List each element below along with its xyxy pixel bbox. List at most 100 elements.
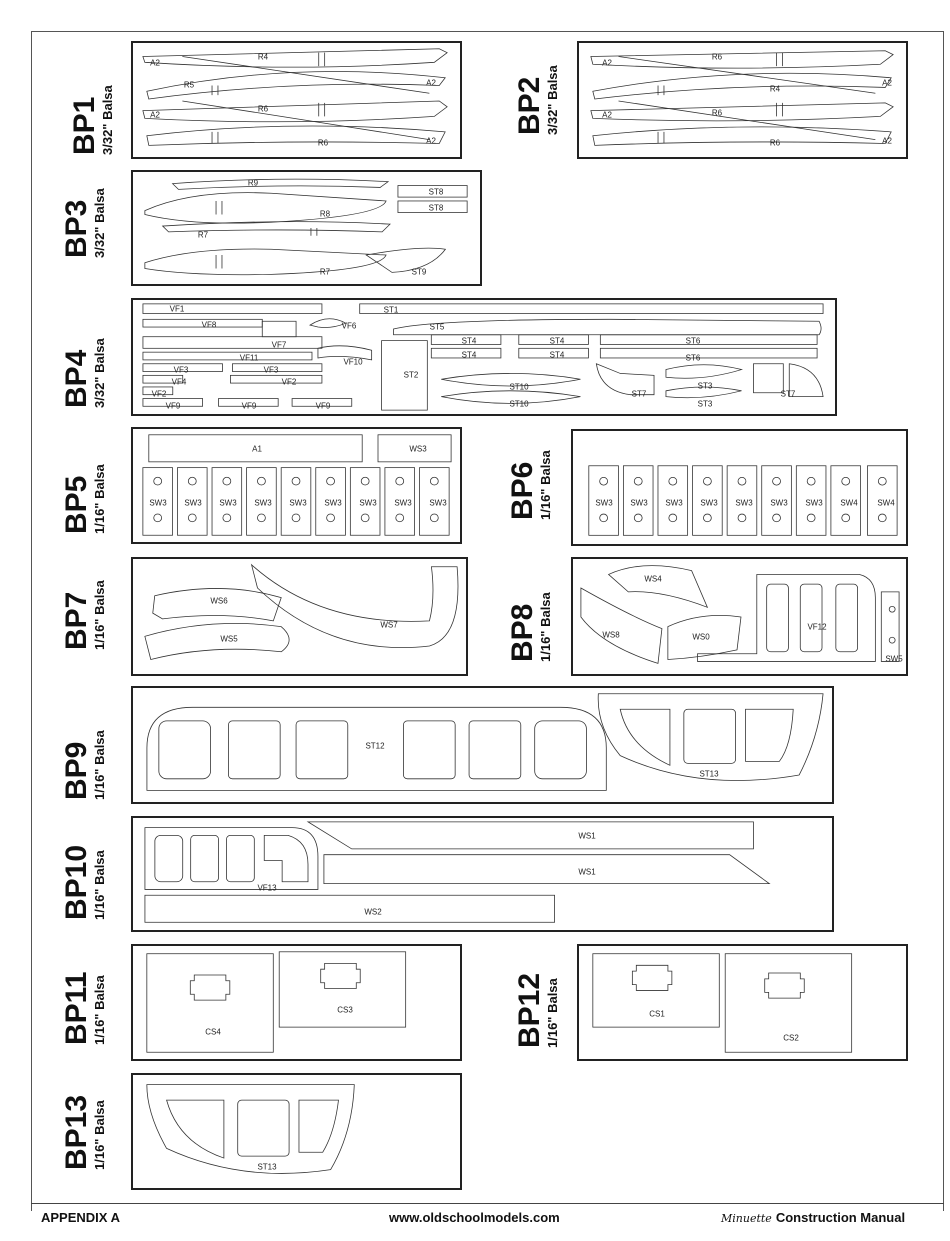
- part-label: ST2: [403, 370, 419, 380]
- part-label: ST4: [461, 336, 477, 346]
- part-label: SW3: [770, 498, 788, 508]
- part-label: VF2: [151, 389, 167, 399]
- part-label: ST1: [383, 305, 399, 315]
- part-label: CS3: [337, 1005, 353, 1015]
- part-label: WS5: [220, 634, 238, 644]
- part-label: WS1: [578, 867, 596, 877]
- part-label: A2: [426, 136, 436, 146]
- part-label: VF4: [171, 377, 187, 387]
- part-label: ST4: [549, 336, 565, 346]
- part-label: CS2: [783, 1033, 799, 1043]
- part-label: WS4: [644, 574, 662, 584]
- part-label: R4: [769, 84, 781, 94]
- sheet-label-bp6: BP6 1/16" Balsa: [506, 450, 553, 520]
- part-label: A2: [150, 110, 160, 120]
- sheet-label-bp10: BP10 1/16" Balsa: [60, 844, 107, 920]
- part-label: ST8: [428, 187, 444, 197]
- sheet-bp3: R9 ST8 ST8 R8 R7 R7 ST9: [131, 170, 482, 286]
- sheet-bp6: SW3 SW3 SW3 SW3 SW3 SW3 SW3 SW4 SW4: [571, 429, 908, 546]
- website-link[interactable]: www.oldschoolmodels.com: [389, 1210, 560, 1225]
- part-label: SW3: [324, 498, 342, 508]
- part-label: R9: [247, 178, 259, 188]
- sheet-bp12: CS1 CS2: [577, 944, 908, 1061]
- part-label: R6: [711, 52, 723, 62]
- part-label: WS2: [364, 907, 382, 917]
- part-label: SW3: [394, 498, 412, 508]
- part-label: R4: [257, 52, 269, 62]
- appendix-label: APPENDIX A: [41, 1210, 120, 1225]
- part-label: VF11: [239, 353, 259, 363]
- sheet-material: 1/16" Balsa: [538, 592, 553, 662]
- part-label: A2: [602, 110, 612, 120]
- sheet-code: BP7: [60, 591, 93, 650]
- part-label: R8: [319, 209, 331, 219]
- part-label: SW3: [289, 498, 307, 508]
- sheet-bp5: A1 WS3 SW3 SW3 SW3 SW3 SW3 SW3 SW3 SW3 S…: [131, 427, 462, 544]
- part-label: R6: [257, 104, 269, 114]
- part-label: ST12: [365, 741, 385, 751]
- sheet-bp13: ST13: [131, 1073, 462, 1190]
- part-label: VF6: [341, 321, 357, 331]
- part-label: VF9: [165, 401, 181, 411]
- manual-title-text: Construction Manual: [775, 1210, 906, 1225]
- sheet-label-bp9: BP9 1/16" Balsa: [60, 730, 107, 800]
- part-label: SW3: [595, 498, 613, 508]
- sheet-code: BP8: [506, 603, 539, 662]
- part-label: ST4: [461, 350, 477, 360]
- sheet-code: BP3: [60, 199, 93, 258]
- part-label: ST6: [685, 336, 701, 346]
- sheet-bp1: R4 A2 R5 A2 A2 R6 R6 A2: [131, 41, 462, 159]
- part-label: VF8: [201, 320, 217, 330]
- brand-logo: Minuette: [721, 1212, 772, 1225]
- part-label: ST5: [429, 322, 445, 332]
- part-label: VF10: [343, 357, 363, 367]
- part-label: R6: [769, 138, 781, 148]
- sheet-material: 3/32" Balsa: [100, 85, 115, 155]
- sheet-code: BP11: [60, 971, 93, 1045]
- sheet-material: 1/16" Balsa: [92, 1100, 107, 1170]
- sheet-label-bp13: BP13 1/16" Balsa: [60, 1095, 107, 1170]
- sheet-bp8: WS4 WS8 WS0 VF12 SW5: [571, 557, 908, 676]
- sheet-bp9: ST12 ST13: [131, 686, 834, 804]
- part-label: R6: [711, 108, 723, 118]
- part-label: ST9: [411, 267, 427, 277]
- part-label: ST7: [631, 389, 647, 399]
- part-label: ST4: [549, 350, 565, 360]
- part-label: SW3: [219, 498, 237, 508]
- part-label: VF12: [807, 622, 827, 632]
- part-label: VF3: [173, 365, 189, 375]
- part-label: ST10: [509, 382, 529, 392]
- sheet-material: 1/16" Balsa: [538, 450, 553, 520]
- sheet-label-bp1: BP1 3/32" Balsa: [68, 85, 115, 155]
- part-label: SW4: [840, 498, 858, 508]
- part-label: ST3: [697, 381, 713, 391]
- part-label: R6: [317, 138, 329, 148]
- part-label: A2: [150, 58, 160, 68]
- part-label: ST7: [780, 389, 796, 399]
- sheet-code: BP10: [60, 844, 93, 920]
- part-label: SW4: [877, 498, 895, 508]
- part-label: ST13: [257, 1162, 277, 1172]
- part-label: R7: [319, 267, 331, 277]
- part-label: R5: [183, 80, 195, 90]
- sheet-code: BP9: [60, 741, 93, 800]
- part-label: R7: [197, 230, 209, 240]
- part-label: VF13: [257, 883, 277, 893]
- part-label: SW3: [429, 498, 447, 508]
- sheet-material: 3/32" Balsa: [545, 65, 560, 135]
- sheet-bp11: CS3 CS4: [131, 944, 462, 1061]
- sheet-material: 1/16" Balsa: [92, 975, 107, 1045]
- part-label: SW3: [254, 498, 272, 508]
- part-label: SW3: [184, 498, 202, 508]
- sheet-label-bp7: BP7 1/16" Balsa: [60, 580, 107, 650]
- sheet-bp10: WS1 WS1 VF13 WS2: [131, 816, 834, 932]
- sheet-code: BP2: [513, 76, 546, 135]
- part-label: SW3: [735, 498, 753, 508]
- part-label: A2: [882, 78, 892, 88]
- page-footer: APPENDIX A www.oldschoolmodels.com Minue…: [31, 1203, 944, 1231]
- sheet-material: 1/16" Balsa: [92, 730, 107, 800]
- part-label: SW3: [359, 498, 377, 508]
- part-label: ST3: [697, 399, 713, 409]
- page-frame: [31, 31, 944, 1211]
